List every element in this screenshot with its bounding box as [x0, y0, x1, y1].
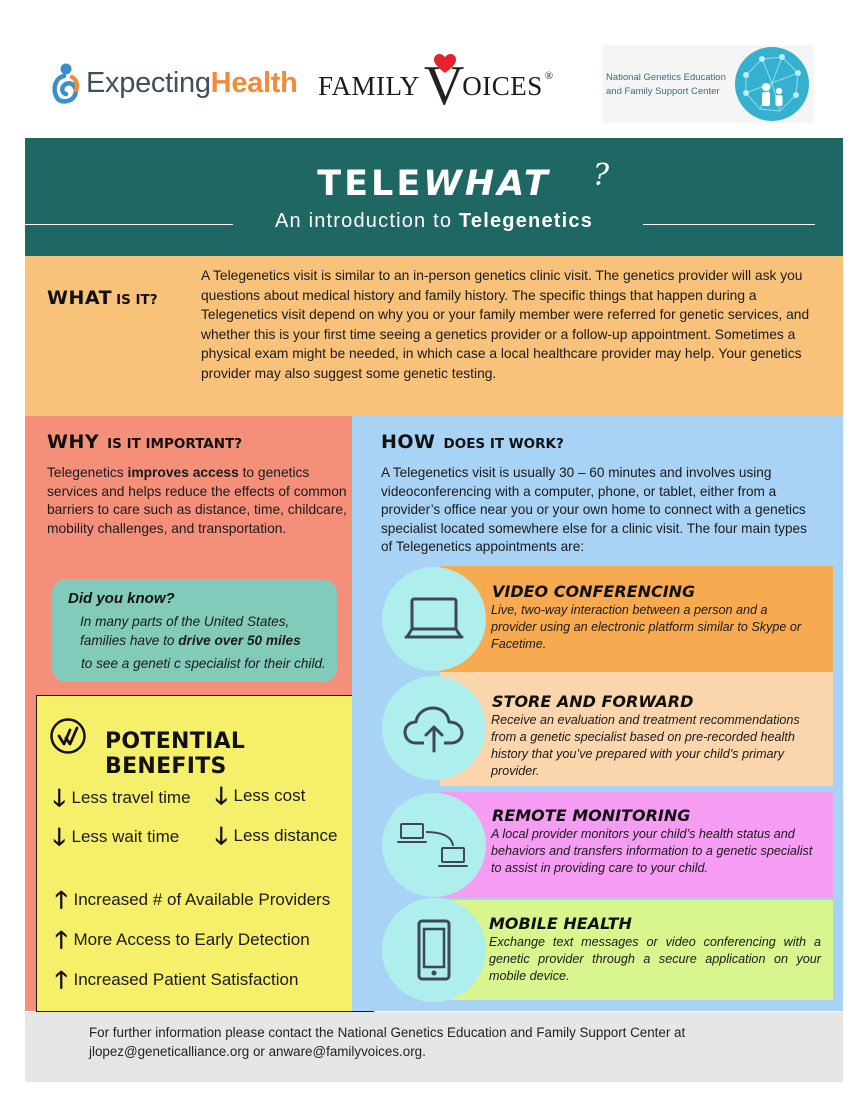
benefit-more-providers: 🡑Increased # of Available Providers: [55, 886, 331, 914]
title-band: TELEWHAT ? An introduction to Telegeneti…: [25, 138, 843, 256]
arrow-down-icon: 🡓: [53, 823, 66, 851]
type-icon-circle: [382, 676, 486, 780]
ngefsc-wordmark: National Genetics Education and Family S…: [606, 72, 726, 97]
type-icon-circle: [382, 793, 486, 897]
fv-oices-word: OICES: [462, 70, 543, 101]
type-title-video-conferencing: VIDEO CONFERENCING: [492, 582, 696, 601]
potential-benefits-title: POTENTIAL BENEFITS: [105, 729, 246, 779]
title-question-mark: ?: [593, 158, 610, 193]
type-desc-store-and-forward: Receive an evaluation and treatment reco…: [491, 713, 800, 778]
arrow-up-icon: 🡑: [55, 926, 68, 954]
potential-benefits-box: POTENTIAL BENEFITS 🡓Less travel time 🡓Le…: [36, 695, 374, 1012]
did-you-know-line-3: to see a geneti c specialist for their c…: [81, 656, 326, 671]
expecting-health-wordmark: ExpectingHealth: [86, 66, 298, 99]
benefit-patient-satisfaction: 🡑Increased Patient Satisfaction: [55, 966, 299, 994]
benefit-less-distance: 🡓Less distance: [215, 822, 338, 850]
benefit-less-wait-time: 🡓Less wait time: [53, 823, 180, 851]
title-rule-left: [25, 224, 233, 225]
ngefsc-logo: National Genetics Education and Family S…: [602, 45, 814, 123]
heart-icon: [433, 54, 456, 73]
type-title-store-and-forward: STORE AND FORWARD: [492, 692, 694, 711]
check-badge-icon: [50, 718, 86, 754]
benefit-less-travel-time: 🡓Less travel time: [53, 784, 191, 812]
type-desc-video-conferencing: Live, two-way interaction between a pers…: [491, 603, 802, 651]
smartphone-icon: [417, 919, 451, 981]
benefit-early-detection: 🡑More Access to Early Detection: [55, 926, 310, 954]
arrow-up-icon: 🡑: [55, 886, 68, 914]
page-subtitle: An introduction to Telegenetics: [274, 210, 594, 232]
title-rule-right: [643, 224, 815, 225]
fv-registered-mark: ®: [544, 70, 554, 82]
type-icon-circle: [382, 898, 486, 1002]
how-body: A Telegenetics visit is usually 30 – 60 …: [381, 465, 807, 555]
cloud-upload-icon: [403, 706, 464, 753]
type-title-remote-monitoring: REMOTE MONITORING: [492, 806, 691, 825]
arrow-down-icon: 🡓: [215, 822, 228, 850]
expecting-health-mark-icon: [52, 63, 80, 104]
arrow-down-icon: 🡓: [215, 782, 228, 810]
did-you-know-line-2: families have to drive over 50 miles: [80, 633, 301, 648]
type-store-and-forward: [440, 672, 833, 786]
type-desc-remote-monitoring: A local provider monitors your child’s h…: [491, 827, 813, 875]
fv-v-letter: V: [423, 54, 465, 117]
footer: For further information please contact t…: [25, 1012, 843, 1082]
why-body: Telegenetics improves access to genetics…: [47, 465, 347, 536]
type-video-conferencing: [440, 566, 833, 672]
fv-family-word: FAMILY: [318, 70, 420, 101]
type-desc-mobile-health: Exchange text messages or video conferen…: [489, 935, 821, 983]
family-voices-logo: FAMILY V OICES ®: [318, 54, 554, 117]
arrow-down-icon: 🡓: [53, 784, 66, 812]
what-body: A Telegenetics visit is similar to an in…: [201, 268, 810, 381]
did-you-know-box: Did you know? In many parts of the Unite…: [52, 579, 337, 682]
page-title: TELEWHAT: [317, 164, 551, 204]
expecting-health-logo: ExpectingHealth: [50, 62, 298, 104]
type-icon-circle: [382, 567, 486, 671]
type-remote-monitoring: [440, 792, 833, 898]
ngefsc-network-icon: [735, 47, 809, 121]
did-you-know-line-1: In many parts of the United States,: [80, 614, 290, 629]
arrow-up-icon: 🡑: [55, 966, 68, 994]
laptop-icon: [404, 597, 464, 639]
type-mobile-health: [440, 900, 833, 1000]
footer-contact: For further information please contact t…: [89, 1025, 686, 1059]
type-title-mobile-health: MOBILE HEALTH: [489, 914, 632, 933]
benefit-less-cost: 🡓Less cost: [215, 782, 306, 810]
did-you-know-title: Did you know?: [68, 590, 175, 607]
connected-laptops-icon: [397, 823, 468, 867]
